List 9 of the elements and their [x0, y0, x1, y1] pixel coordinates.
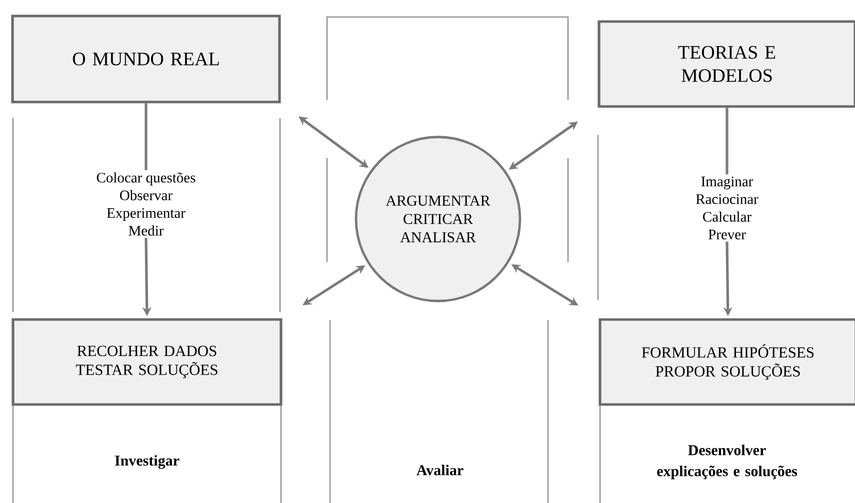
activity-list: Colocar questões Observar Experimentar Medir — [96, 172, 196, 236]
column-label: Desenvolver explicações e soluções — [657, 444, 798, 480]
concept-box: TEORIAS E MODELOS — [598, 20, 855, 108]
action-box: RECOLHER DADOS TESTAR SOLUÇÕES — [12, 318, 282, 406]
activity-list: Imaginar Raciocinar Calcular Prever — [696, 176, 758, 240]
column-label: Investigar — [115, 455, 180, 469]
column-label: Avaliar — [416, 464, 464, 476]
concept-box: O MUNDO REAL — [11, 14, 281, 104]
action-box: FORMULAR HIPÓTESES PROPOR SOLUÇÕES — [598, 318, 855, 406]
